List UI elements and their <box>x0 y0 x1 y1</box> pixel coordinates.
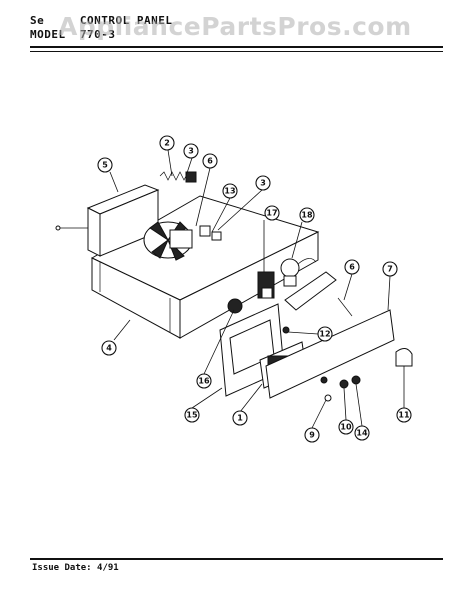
svg-text:6: 6 <box>207 157 213 166</box>
knob <box>227 298 243 314</box>
watermark: AppliancePartsPros.com <box>58 12 412 41</box>
svg-text:10: 10 <box>340 423 352 432</box>
callout-12: 12 <box>317 326 333 342</box>
callout-3: 3 <box>255 175 271 191</box>
model-number: 770-3 <box>79 28 116 41</box>
callout-1: 1 <box>232 410 248 426</box>
callout-3: 3 <box>183 143 199 159</box>
svg-text:9: 9 <box>309 431 315 440</box>
callout-10: 10 <box>338 419 354 435</box>
callout-2: 2 <box>159 135 175 151</box>
issue-date: Issue Date: 4/91 <box>32 563 119 573</box>
bracket <box>199 225 211 237</box>
callout-13: 13 <box>222 183 238 199</box>
callout-4: 4 <box>101 340 117 356</box>
callout-18: 18 <box>299 207 315 223</box>
section-header: Se CONTROL PANEL <box>30 14 172 27</box>
screw <box>324 394 332 402</box>
callout-9: 9 <box>304 427 320 443</box>
callout-11: 11 <box>396 407 412 423</box>
button <box>351 375 361 385</box>
svg-text:15: 15 <box>186 411 198 420</box>
svg-text:2: 2 <box>164 139 170 148</box>
end-cap <box>395 348 413 367</box>
svg-text:13: 13 <box>224 187 235 196</box>
svg-text:11: 11 <box>398 411 410 420</box>
callout-5: 5 <box>97 157 113 173</box>
model-label: MODEL <box>30 28 66 41</box>
svg-text:17: 17 <box>266 209 277 218</box>
svg-text:12: 12 <box>319 330 330 339</box>
switch <box>257 271 275 299</box>
mounting-bracket <box>284 271 337 311</box>
callout-15: 15 <box>184 407 200 423</box>
leader-lines <box>109 149 405 429</box>
thermostat <box>280 258 317 287</box>
wire <box>337 297 353 317</box>
clip <box>211 231 222 241</box>
svg-text:1: 1 <box>237 414 243 423</box>
callout-17: 17 <box>264 205 280 221</box>
svg-text:7: 7 <box>387 265 393 274</box>
button <box>339 379 349 389</box>
svg-text:14: 14 <box>356 429 368 438</box>
callout-16: 16 <box>196 373 212 389</box>
fan-motor <box>143 221 193 261</box>
callout-7: 7 <box>382 261 398 277</box>
model-header: MODEL 770-3 <box>30 28 116 41</box>
spring <box>159 171 197 183</box>
svg-text:16: 16 <box>198 377 210 386</box>
footer-rule <box>30 558 443 560</box>
callout-6: 6 <box>202 153 218 169</box>
svg-text:3: 3 <box>188 147 194 156</box>
svg-text:4: 4 <box>106 344 112 353</box>
svg-text:3: 3 <box>260 179 266 188</box>
control-panel-faceplate <box>265 309 395 399</box>
svg-text:5: 5 <box>102 161 108 170</box>
callout-14: 14 <box>354 425 370 441</box>
callout-6: 6 <box>344 259 360 275</box>
display-frame <box>219 303 285 397</box>
svg-text:18: 18 <box>301 211 313 220</box>
svg-text:6: 6 <box>349 263 355 272</box>
control-housing <box>90 195 320 339</box>
section-label: Se <box>30 14 45 27</box>
header-rule-thin <box>30 51 443 52</box>
header-rule <box>30 46 443 48</box>
section-title: CONTROL PANEL <box>79 14 173 27</box>
